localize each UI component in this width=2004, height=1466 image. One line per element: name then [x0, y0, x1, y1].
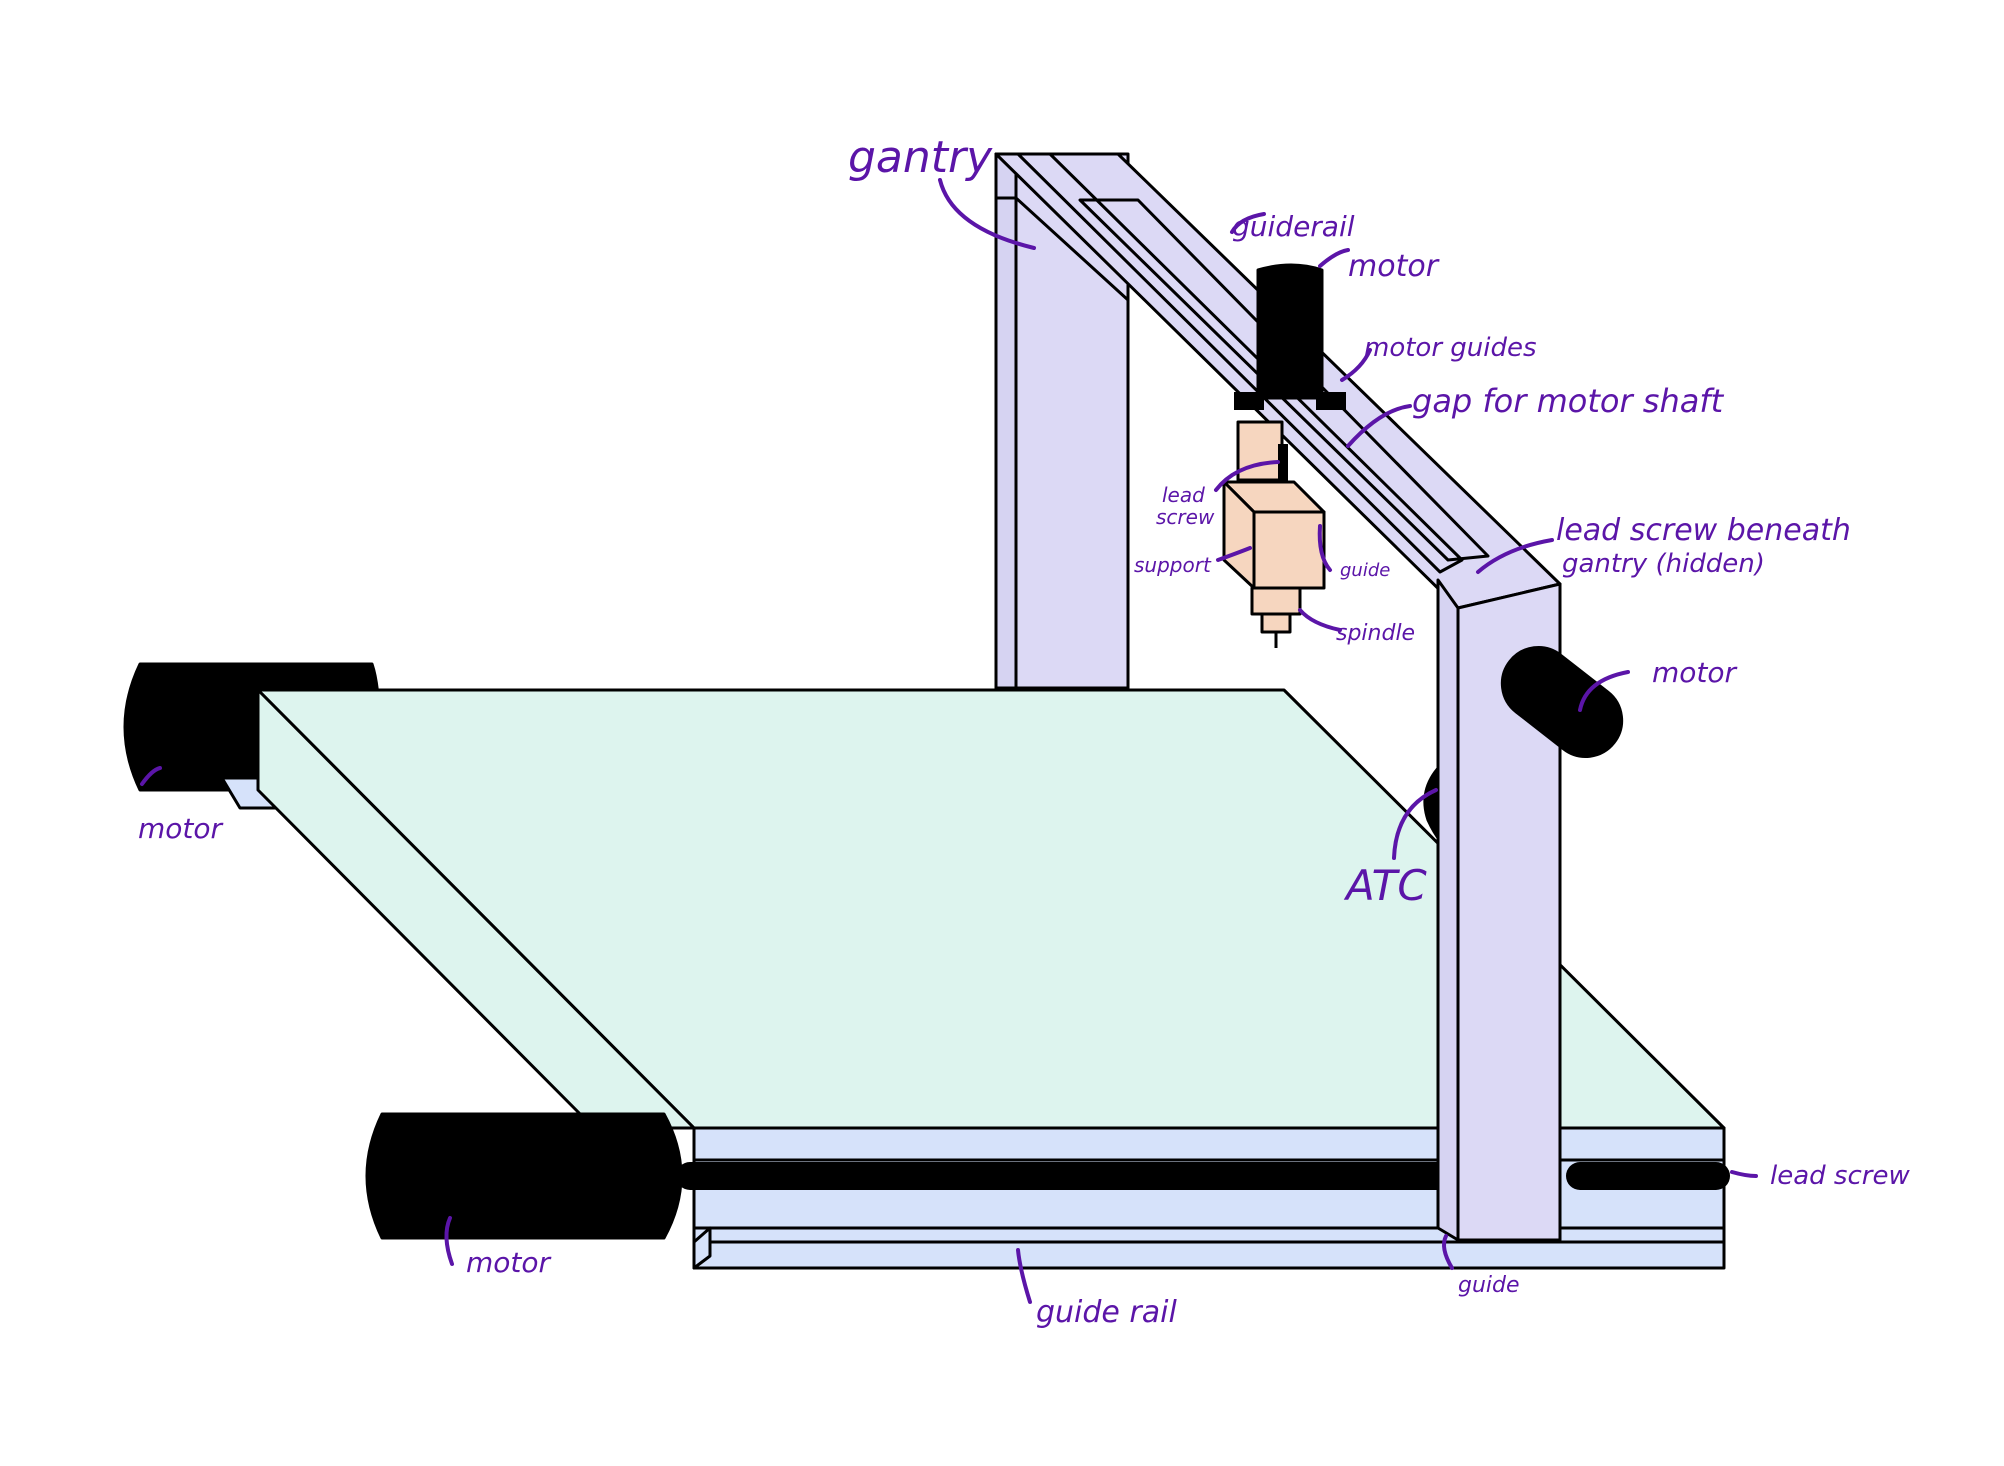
leader-lines: [140, 178, 1758, 1304]
label-guide-small: guide: [1340, 560, 1390, 581]
label-lead-screw-right: lead screw: [1770, 1161, 1910, 1191]
gantry-right-column: [1436, 578, 1562, 1242]
label-lead-screw-beneath: lead screw beneath: [1556, 513, 1851, 548]
bottom-motor: [365, 1112, 683, 1240]
label-gap-for-motor-shaft: gap for motor shaft: [1412, 382, 1725, 420]
label-spindle: spindle: [1336, 621, 1415, 646]
label-lead-screw-beneath-2: gantry (hidden): [1562, 549, 1765, 579]
spindle-assembly: [1222, 420, 1326, 648]
top-motor: [1234, 263, 1346, 410]
lead-screw-bottom: [676, 1162, 1730, 1190]
label-lead-screw-small: lead: [1162, 483, 1205, 507]
label-gantry: gantry: [848, 132, 993, 183]
diagram-labels: gantry guiderail motor motor guides gap …: [138, 132, 1910, 1330]
guide-rail-bottom: [692, 1226, 1726, 1270]
label-guiderail: guiderail: [1232, 210, 1355, 243]
label-support: support: [1134, 553, 1212, 577]
label-motor-top: motor: [1348, 249, 1440, 284]
label-motor-left: motor: [138, 812, 224, 845]
label-lead-screw-small-2: screw: [1156, 505, 1215, 529]
label-motor-bottom: motor: [466, 1246, 552, 1279]
label-motor-guides: motor guides: [1364, 333, 1537, 363]
label-atc: ATC: [1343, 861, 1427, 910]
label-guide-bottom: guide: [1458, 1273, 1520, 1298]
label-guide-rail: guide rail: [1036, 1295, 1177, 1330]
right-motor: [1500, 646, 1624, 758]
label-motor-right: motor: [1652, 656, 1738, 689]
